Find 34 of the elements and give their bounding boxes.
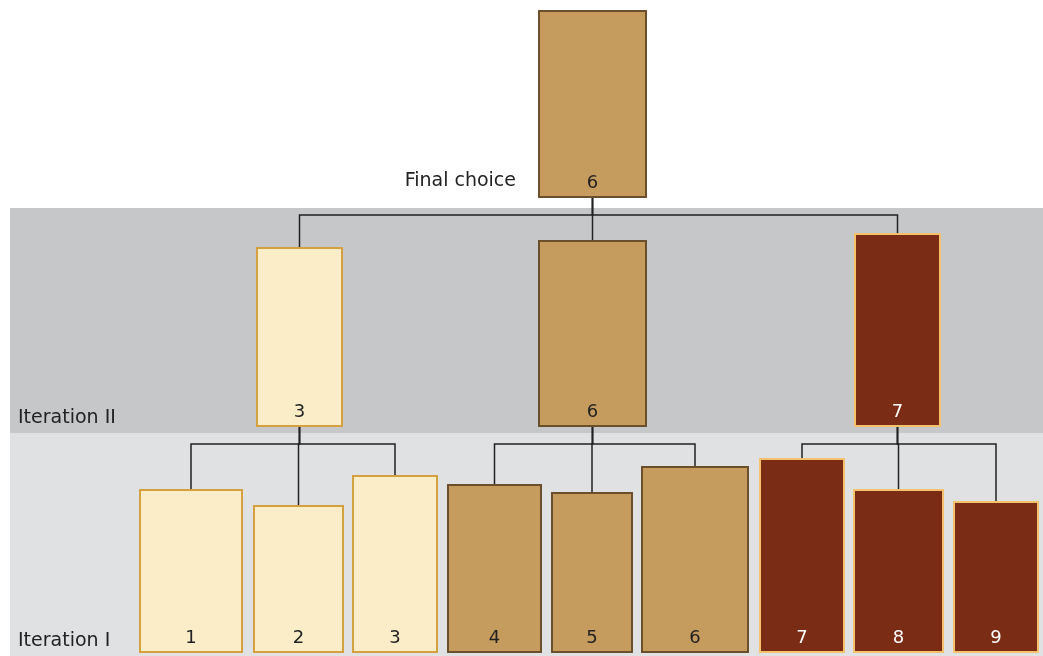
candidate-box: [854, 233, 941, 427]
box-number: 6: [585, 401, 600, 421]
box-number: 9: [989, 627, 1003, 647]
tree-connector: [896, 426, 997, 502]
candidate-box: [853, 489, 944, 653]
iteration-band: [10, 208, 1043, 433]
candidate-box: [538, 240, 647, 427]
tree-connector: [591, 197, 899, 234]
tree-connector: [298, 426, 396, 476]
box-number: 2: [291, 627, 306, 647]
tree-connector: [591, 426, 696, 467]
candidate-box: [256, 247, 343, 427]
candidate-box: [352, 475, 438, 653]
candidate-box: [139, 489, 243, 653]
box-number: 1: [184, 627, 198, 647]
candidate-box: [953, 501, 1039, 653]
box-number: 7: [890, 401, 905, 421]
iteration-band: [10, 433, 1043, 656]
box-number: 4: [487, 627, 502, 647]
box-number: 8: [891, 627, 906, 647]
iteration-label: Iteration I: [18, 628, 111, 650]
candidate-box: [551, 492, 633, 653]
box-number: 3: [292, 401, 307, 421]
box-number: 3: [388, 627, 402, 647]
box-number: 6: [688, 627, 702, 647]
iteration-label: Iteration II: [18, 405, 116, 427]
candidate-box: [447, 484, 542, 653]
choice-label: Final choice: [404, 168, 516, 190]
candidate-box: [253, 505, 344, 653]
box-number: 6: [585, 172, 600, 192]
candidate-box: [759, 458, 845, 653]
candidate-box: [641, 466, 749, 653]
box-number: 7: [795, 627, 809, 647]
box-number: 5: [585, 627, 599, 647]
